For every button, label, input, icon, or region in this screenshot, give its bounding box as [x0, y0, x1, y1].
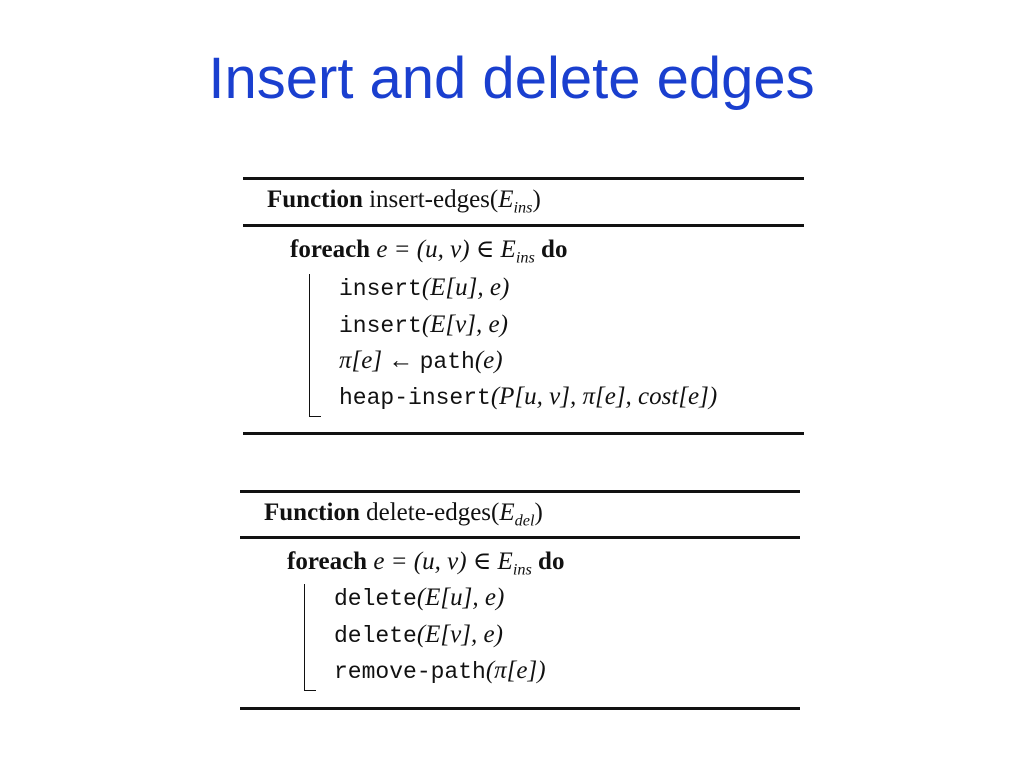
- function-call: insert: [339, 276, 422, 302]
- function-keyword: Function: [267, 186, 363, 213]
- delete-edges-algorithm: Function delete-edges(Edel) foreach e = …: [240, 490, 800, 714]
- do-keyword: do: [538, 548, 565, 575]
- body-line: delete(E[v], e): [334, 621, 503, 649]
- call-arguments: (E[v], e): [421, 311, 508, 338]
- function-call: path: [419, 349, 475, 375]
- loop-bracket: [304, 584, 305, 690]
- function-header: Function insert-edges(Eins): [267, 186, 541, 217]
- arg-close: ): [532, 186, 541, 213]
- set-subscript: ins: [515, 248, 535, 267]
- loop-bracket-foot: [304, 690, 316, 691]
- function-keyword: Function: [264, 499, 360, 526]
- loop-expression: e = (u, v) ∈: [376, 236, 501, 263]
- body-line: π[e] ← path(e): [339, 347, 503, 375]
- function-header: Function delete-edges(Edel): [264, 499, 543, 530]
- call-arguments: (e): [474, 347, 503, 374]
- top-rule: [243, 177, 804, 180]
- top-rule: [240, 490, 800, 493]
- body-line: heap-insert(P[u, v], π[e], cost[e]): [339, 383, 717, 411]
- foreach-line: foreach e = (u, v) ∈ Eins do: [287, 546, 565, 579]
- foreach-keyword: foreach: [287, 548, 368, 575]
- loop-expression: e = (u, v) ∈: [373, 548, 498, 575]
- set-subscript: ins: [512, 560, 532, 579]
- call-arguments: (π[e]): [485, 657, 546, 684]
- call-arguments: (E[u], e): [421, 274, 510, 301]
- arg-subscript: del: [514, 511, 535, 530]
- call-arguments: (P[u, v], π[e], cost[e]): [490, 383, 718, 410]
- call-arguments: (E[v], e): [416, 621, 503, 648]
- body-line: remove-path(π[e]): [334, 657, 546, 685]
- set-symbol: E: [497, 548, 513, 575]
- call-arguments: (E[u], e): [416, 584, 505, 611]
- loop-bracket: [309, 274, 310, 416]
- arg-subscript: ins: [513, 198, 533, 217]
- set-symbol: E: [500, 236, 516, 263]
- function-call: delete: [334, 586, 417, 612]
- function-call: remove-path: [334, 659, 486, 685]
- bottom-rule: [243, 432, 804, 435]
- assignment-target: π[e] ←: [339, 347, 420, 374]
- function-name: delete-edges(: [366, 499, 500, 526]
- arg-symbol: E: [498, 186, 514, 213]
- arg-close: ): [534, 499, 543, 526]
- bottom-rule: [240, 707, 800, 710]
- foreach-keyword: foreach: [290, 236, 371, 263]
- header-rule: [240, 536, 800, 539]
- body-line: delete(E[u], e): [334, 584, 504, 612]
- function-call: delete: [334, 623, 417, 649]
- function-call: heap-insert: [339, 385, 491, 411]
- do-keyword: do: [541, 236, 568, 263]
- header-rule: [243, 224, 804, 227]
- slide-title: Insert and delete edges: [208, 46, 815, 111]
- insert-edges-algorithm: Function insert-edges(Eins) foreach e = …: [243, 177, 804, 437]
- arg-symbol: E: [499, 499, 515, 526]
- foreach-line: foreach e = (u, v) ∈ Eins do: [290, 234, 568, 267]
- body-line: insert(E[v], e): [339, 311, 508, 339]
- function-call: insert: [339, 313, 422, 339]
- function-name: insert-edges(: [369, 186, 499, 213]
- loop-bracket-foot: [309, 416, 321, 417]
- body-line: insert(E[u], e): [339, 274, 509, 302]
